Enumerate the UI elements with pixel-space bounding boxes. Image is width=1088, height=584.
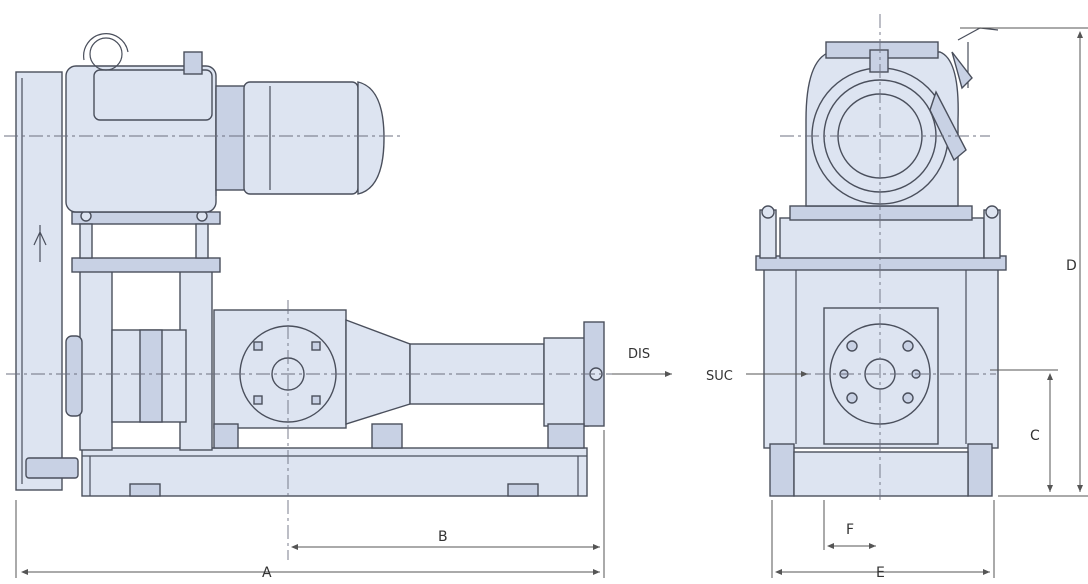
motor (215, 81, 385, 195)
dimension-a-label: A (262, 565, 272, 580)
stator-tube (409, 321, 605, 449)
side-view: DIS A B (4, 33, 672, 581)
base-frame (81, 447, 588, 497)
front-view: SUC D C F E (706, 14, 1088, 581)
dimension-b-label: B (438, 529, 448, 545)
dimension-d-label: D (1066, 258, 1077, 274)
belt-guard (15, 71, 79, 491)
gearbox (65, 33, 217, 213)
discharge-label: DIS (628, 347, 650, 362)
dimension-e-label: E (876, 565, 885, 580)
dimension-c-label: C (1030, 428, 1040, 444)
dimension-f-label: F (846, 522, 854, 538)
suction-label: SUC (706, 369, 733, 384)
pump-body (213, 309, 411, 449)
front-pump-head (823, 307, 939, 445)
front-motor (805, 27, 999, 207)
pulley (65, 329, 187, 423)
